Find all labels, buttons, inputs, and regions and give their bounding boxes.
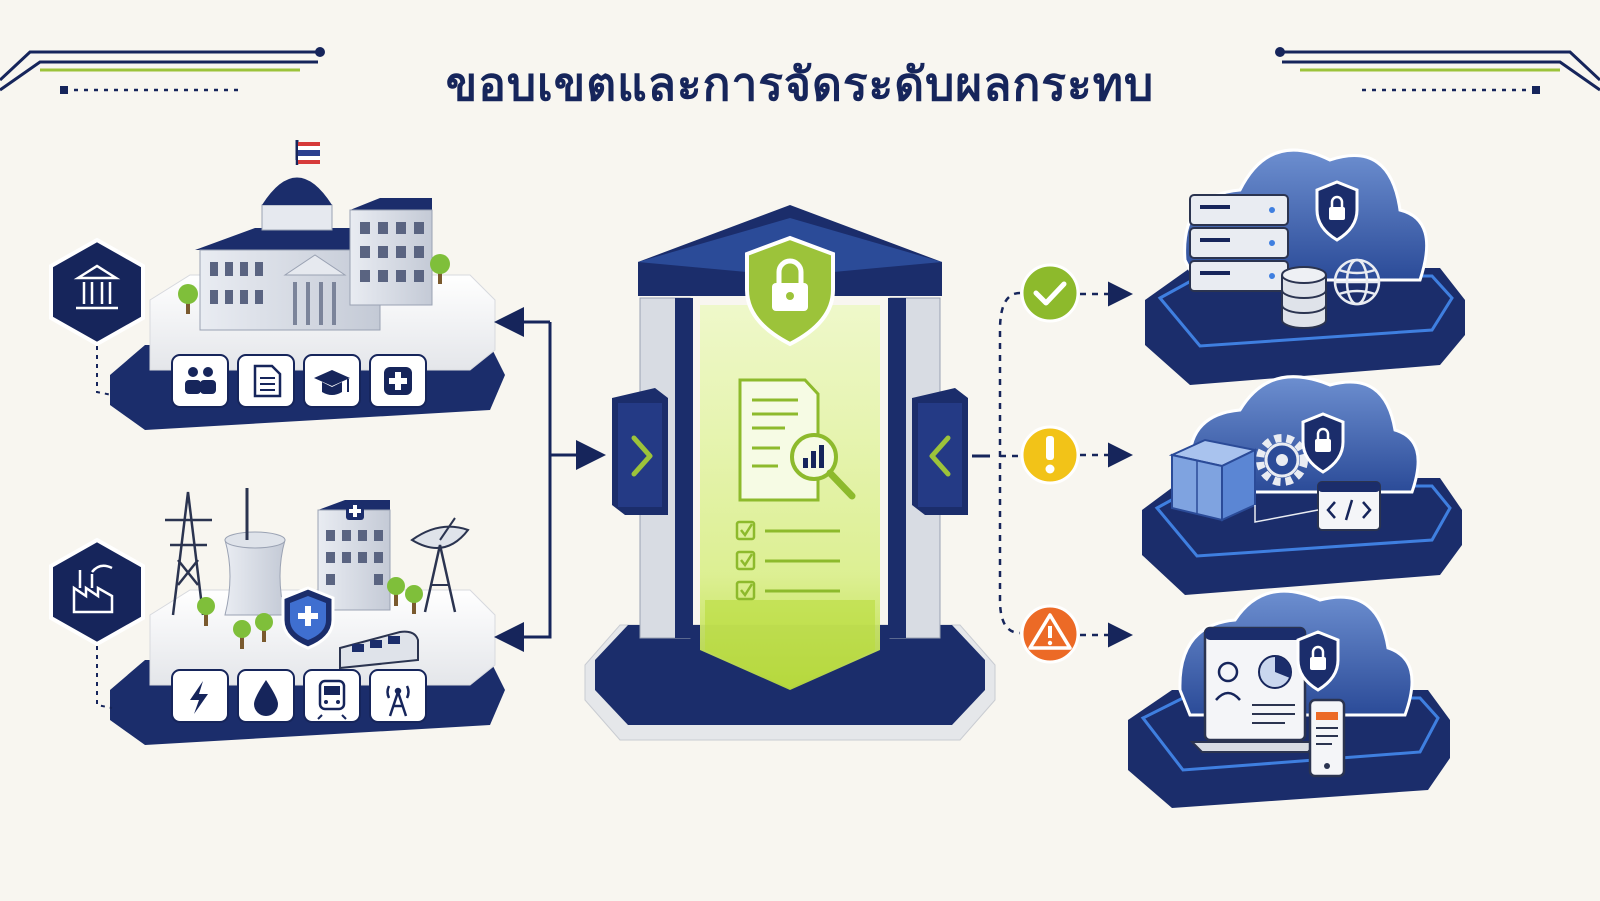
- code-window-icon: [1318, 482, 1380, 530]
- container-cube-icon: [1172, 440, 1255, 520]
- status-medium: [1022, 427, 1078, 483]
- cooling-tower-icon: [225, 488, 285, 615]
- title-decoration-left: [0, 47, 325, 94]
- gear-icon: [1260, 438, 1304, 482]
- flag-icon: [297, 140, 320, 165]
- outcome-platform-low: [1145, 150, 1465, 385]
- government-platform: [110, 140, 505, 430]
- infrastructure-platform: [110, 488, 505, 745]
- arrow-left-icon: [912, 388, 968, 515]
- database-icon: [1282, 267, 1326, 328]
- status-low: [1022, 265, 1078, 321]
- server-rack-icon: [1190, 195, 1288, 291]
- outcome-platform-high: [1128, 591, 1450, 808]
- arrow-right-icon: [612, 388, 668, 515]
- title-decoration-right: [1275, 47, 1600, 94]
- assessment-gate: [585, 205, 995, 740]
- exclamation-icon: [1046, 436, 1055, 474]
- hospital-icon: [318, 500, 390, 610]
- outcome-platform-medium: [1142, 377, 1462, 595]
- status-high: [1022, 606, 1078, 662]
- left-connectors: [500, 322, 600, 637]
- shield-plus-icon: [283, 588, 333, 648]
- office-tower-icon: [350, 198, 432, 305]
- medical-cross-icon: [384, 367, 412, 395]
- mobile-phone-icon: [1310, 700, 1344, 776]
